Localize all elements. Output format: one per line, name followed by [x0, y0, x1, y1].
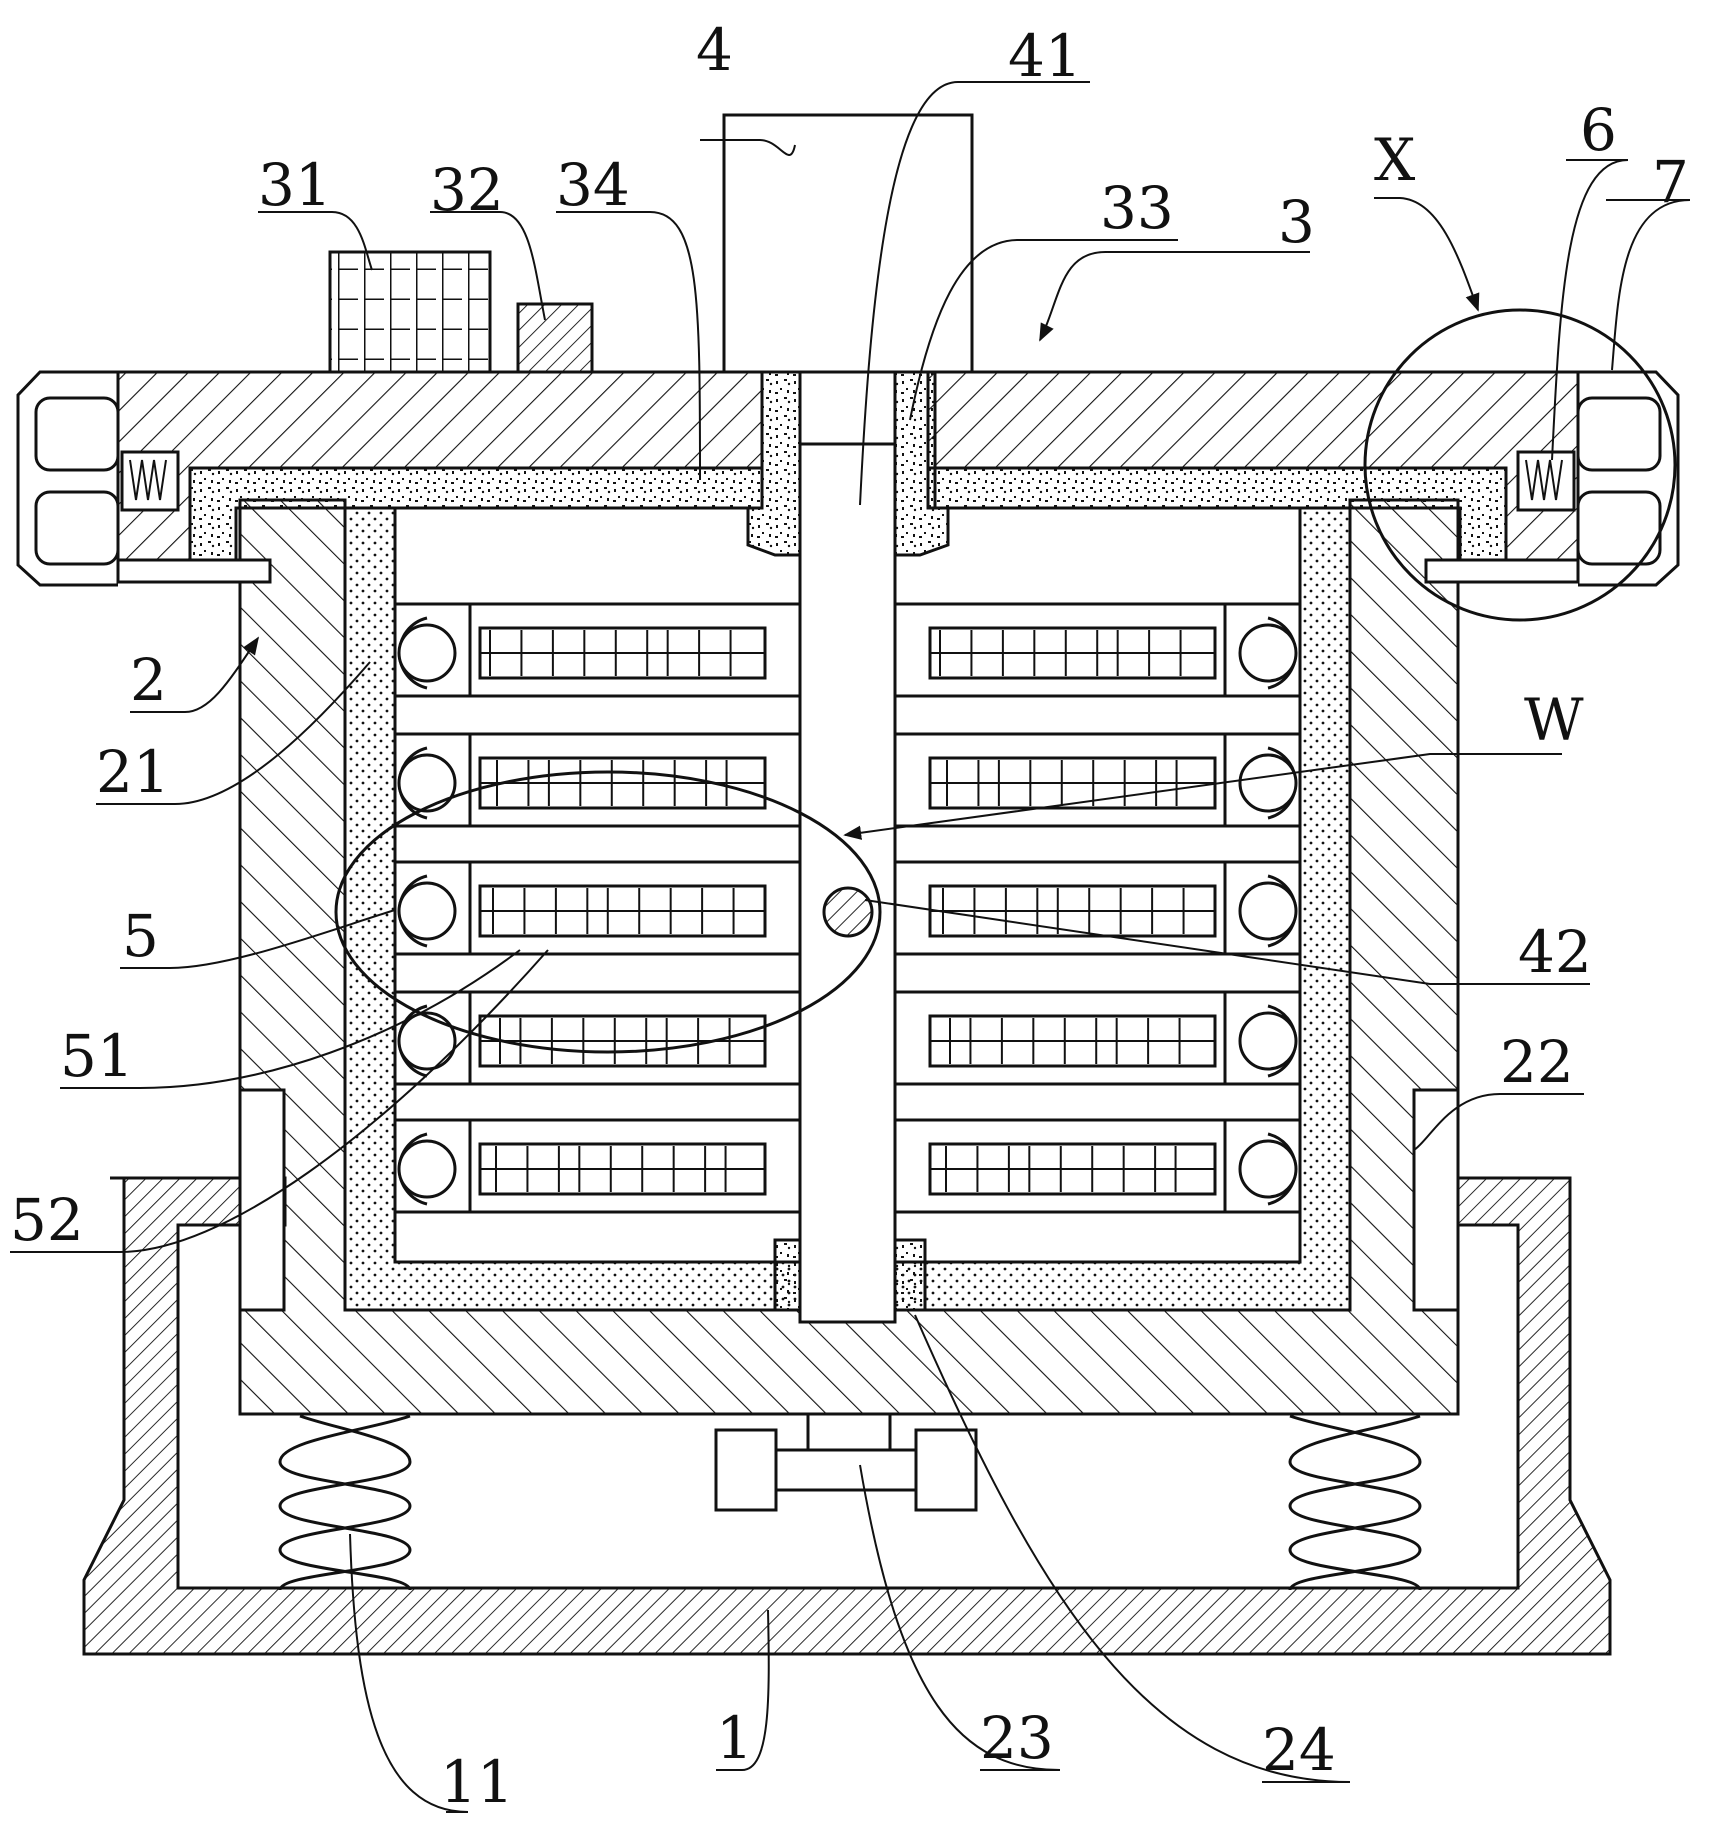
control-panel [328, 250, 492, 374]
detail-region-x [1363, 308, 1677, 622]
rack-shelf [393, 860, 802, 956]
rack-shelf [893, 732, 1302, 828]
detail-region-w [334, 770, 882, 1054]
label-42: 42 [1518, 918, 1592, 986]
label-41: 41 [1008, 22, 1082, 90]
label-51: 51 [60, 1022, 134, 1090]
label-23: 23 [980, 1704, 1054, 1772]
label-1: 1 [716, 1704, 753, 1772]
label-6: 6 [1580, 96, 1617, 164]
leader-lines [10, 81, 1691, 1813]
damping-spring-left [278, 1414, 412, 1591]
label-5: 5 [122, 902, 159, 970]
label-w: W [1524, 686, 1584, 754]
rack [393, 602, 1302, 1214]
rack-shelf [393, 1118, 802, 1214]
roller [1238, 1011, 1298, 1071]
vibration-motor [714, 1414, 978, 1512]
base [82, 1176, 1612, 1656]
label-52: 52 [10, 1186, 84, 1254]
roller [397, 881, 457, 941]
rack-shelf [393, 732, 802, 828]
roller [397, 1011, 457, 1071]
roller [1238, 753, 1298, 813]
label-24: 24 [1262, 1716, 1336, 1784]
connector [822, 886, 874, 938]
latch-spring-left [120, 450, 180, 512]
latch-spring-right [1516, 450, 1576, 512]
roller [397, 753, 457, 813]
rack-shelf [893, 860, 1302, 956]
lid [116, 370, 1580, 562]
label-2: 2 [130, 646, 167, 714]
label-32: 32 [430, 156, 504, 224]
label-22: 22 [1500, 1028, 1574, 1096]
handle-left [16, 370, 272, 587]
label-34: 34 [556, 151, 630, 219]
label-7: 7 [1652, 148, 1689, 216]
rack-shelf [893, 1118, 1302, 1214]
label-21: 21 [96, 738, 170, 806]
indicator [516, 302, 594, 374]
roller [1238, 1139, 1298, 1199]
label-x: X [1374, 126, 1416, 194]
damping-spring-right [1288, 1414, 1422, 1591]
label-4: 4 [696, 16, 733, 84]
roller [1238, 623, 1298, 683]
roller [1238, 881, 1298, 941]
motor [722, 113, 974, 374]
rack-shelf [893, 990, 1302, 1086]
roller [397, 623, 457, 683]
label-33: 33 [1100, 174, 1174, 242]
rack-shelf [393, 602, 802, 698]
rack-shelf [893, 602, 1302, 698]
label-11: 11 [440, 1748, 514, 1816]
reference-labels: 4 41 31 32 34 33 3 X 6 7 2 21 W 42 22 5 … [10, 16, 1689, 1816]
label-31: 31 [258, 151, 332, 219]
label-3: 3 [1278, 188, 1315, 256]
roller [397, 1139, 457, 1199]
